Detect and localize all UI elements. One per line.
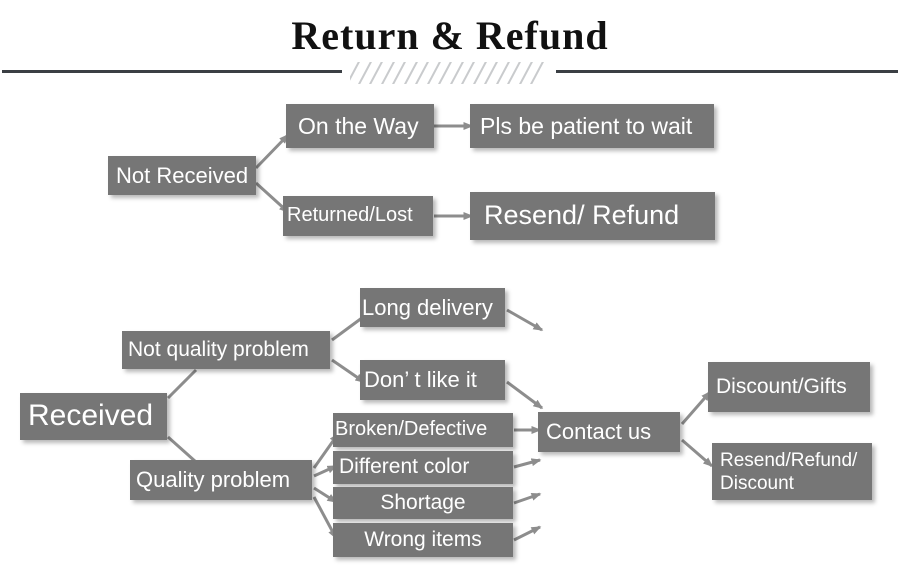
node-different-color[interactable]: Different color	[333, 451, 513, 484]
node-dont-like-it[interactable]: Don’ t like it	[360, 360, 505, 400]
node-not-received[interactable]: Not Received	[108, 156, 256, 195]
divider-rule-left	[2, 70, 342, 73]
node-long-delivery[interactable]: Long delivery	[360, 288, 505, 327]
divider-rule-right	[556, 70, 898, 73]
node-wrong-items[interactable]: Wrong items	[333, 523, 513, 557]
wire-shortage-contact	[513, 492, 542, 505]
node-shortage[interactable]: Shortage	[333, 487, 513, 519]
node-broken-defective[interactable]: Broken/Defective	[333, 413, 513, 447]
wire-contact-resend	[681, 438, 714, 468]
node-pls-be-patient[interactable]: Pls be patient to wait	[470, 104, 714, 148]
wire-longdelivery-contact	[506, 308, 544, 332]
wire-wrong-contact	[513, 525, 542, 542]
page-title: Return & Refund	[291, 13, 609, 58]
diagonal-hatch-icon	[350, 62, 550, 84]
node-resend-refund[interactable]: Resend/ Refund	[470, 192, 715, 240]
node-quality-problem[interactable]: Quality problem	[130, 460, 312, 500]
node-on-the-way[interactable]: On the Way	[286, 104, 434, 148]
node-resend-refund-discount[interactable]: Resend/Refund/ Discount	[712, 443, 872, 500]
node-returned-lost[interactable]: Returned/Lost	[283, 196, 433, 236]
header-divider	[0, 62, 900, 84]
wire-dontlike-contact	[506, 380, 544, 410]
node-not-quality-problem[interactable]: Not quality problem	[122, 331, 330, 369]
node-received[interactable]: Received	[20, 393, 167, 440]
wire-color-contact	[513, 458, 542, 469]
node-contact-us[interactable]: Contact us	[538, 412, 680, 452]
wire-received-quality	[167, 435, 197, 464]
wire-contact-discount	[680, 390, 712, 425]
node-discount-gifts[interactable]: Discount/Gifts	[708, 362, 870, 412]
wire-notreceived-ontheway	[254, 133, 290, 170]
wire-received-notquality	[166, 368, 198, 400]
